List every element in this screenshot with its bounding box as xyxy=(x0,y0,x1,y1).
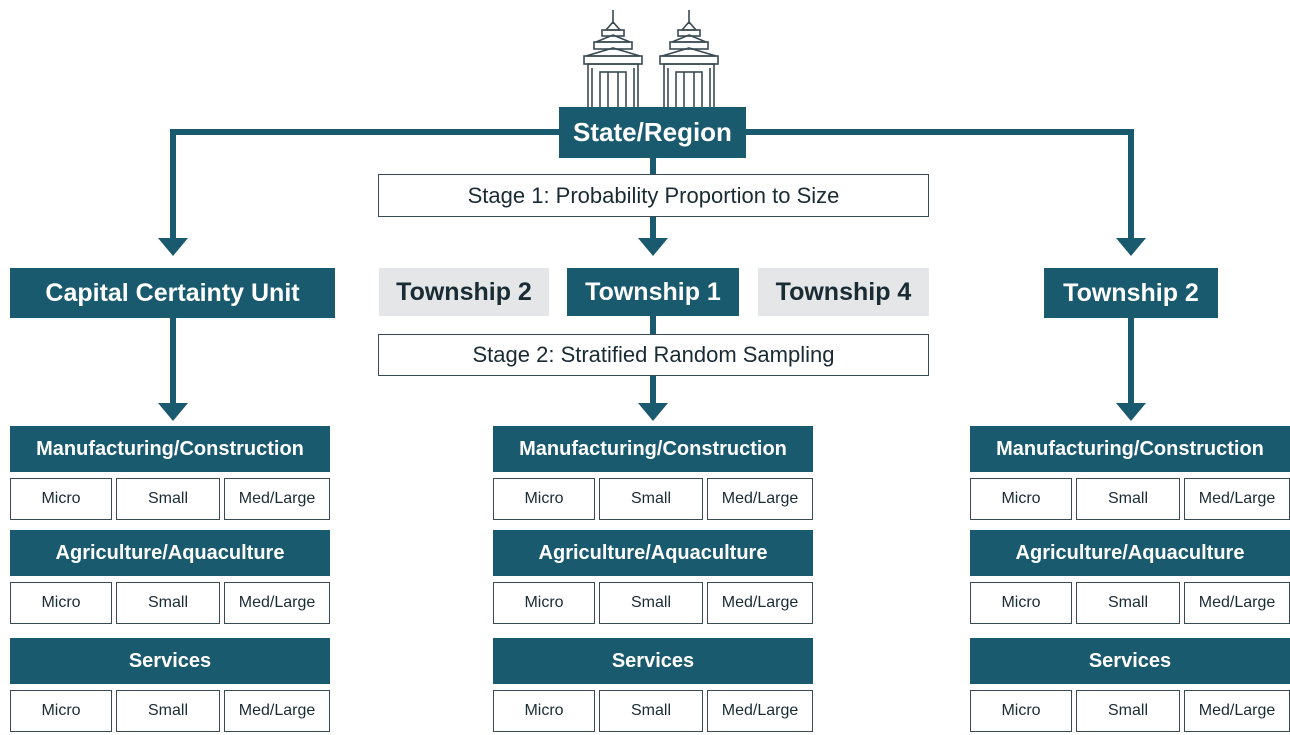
size-cell: Small xyxy=(599,478,703,520)
township-node-unselected-right: Township 4 xyxy=(758,268,929,316)
size-cell: Micro xyxy=(10,478,112,520)
stage1-label: Stage 1: Probability Proportion to Size xyxy=(378,174,929,217)
size-cell: Med/Large xyxy=(707,690,813,732)
size-cell: Micro xyxy=(493,690,595,732)
size-cell: Small xyxy=(1076,690,1180,732)
sector-header: Manufacturing/Construction xyxy=(10,426,330,472)
sector-header: Agriculture/Aquaculture xyxy=(493,530,813,576)
size-cell: Med/Large xyxy=(224,582,330,624)
township-node-right: Township 2 xyxy=(1044,268,1218,318)
size-cell: Micro xyxy=(970,690,1072,732)
size-cell: Small xyxy=(599,690,703,732)
sector-header: Manufacturing/Construction xyxy=(970,426,1290,472)
size-cell: Micro xyxy=(970,582,1072,624)
size-cell: Small xyxy=(599,582,703,624)
size-cell: Med/Large xyxy=(1184,478,1290,520)
size-cell: Micro xyxy=(493,478,595,520)
size-cell: Med/Large xyxy=(224,478,330,520)
arrow-head-capital xyxy=(158,238,188,256)
size-cell: Small xyxy=(1076,478,1180,520)
arrow-head-left-sectors xyxy=(158,403,188,421)
township-node-unselected-left: Township 2 xyxy=(379,268,549,316)
size-cell: Med/Large xyxy=(224,690,330,732)
size-cell: Med/Large xyxy=(1184,582,1290,624)
size-cell: Micro xyxy=(970,478,1072,520)
sector-header: Agriculture/Aquaculture xyxy=(10,530,330,576)
size-cell: Small xyxy=(116,478,220,520)
size-cell: Small xyxy=(116,690,220,732)
size-cell: Small xyxy=(1076,582,1180,624)
sector-header: Services xyxy=(10,638,330,684)
size-cell: Med/Large xyxy=(707,582,813,624)
pagoda-icon xyxy=(583,10,643,108)
sector-header: Agriculture/Aquaculture xyxy=(970,530,1290,576)
pagoda-icon xyxy=(659,10,719,108)
connector-right xyxy=(746,129,1134,240)
arrow-head-township xyxy=(638,238,668,256)
size-cell: Micro xyxy=(493,582,595,624)
pagoda-icons xyxy=(583,10,719,108)
stage2-label: Stage 2: Stratified Random Sampling xyxy=(378,334,929,376)
arrow-head-right-sectors xyxy=(1116,403,1146,421)
capital-certainty-unit-node: Capital Certainty Unit xyxy=(10,268,335,318)
connector-left xyxy=(170,129,559,240)
size-cell: Micro xyxy=(10,690,112,732)
arrow-head-center-sectors xyxy=(638,403,668,421)
root-node-state-region: State/Region xyxy=(559,107,746,158)
size-cell: Small xyxy=(116,582,220,624)
sector-header: Services xyxy=(970,638,1290,684)
size-cell: Micro xyxy=(10,582,112,624)
size-cell: Med/Large xyxy=(1184,690,1290,732)
arrow-head-right xyxy=(1116,238,1146,256)
size-cell: Med/Large xyxy=(707,478,813,520)
sector-header: Manufacturing/Construction xyxy=(493,426,813,472)
township-node-selected: Township 1 xyxy=(567,268,739,316)
sector-header: Services xyxy=(493,638,813,684)
